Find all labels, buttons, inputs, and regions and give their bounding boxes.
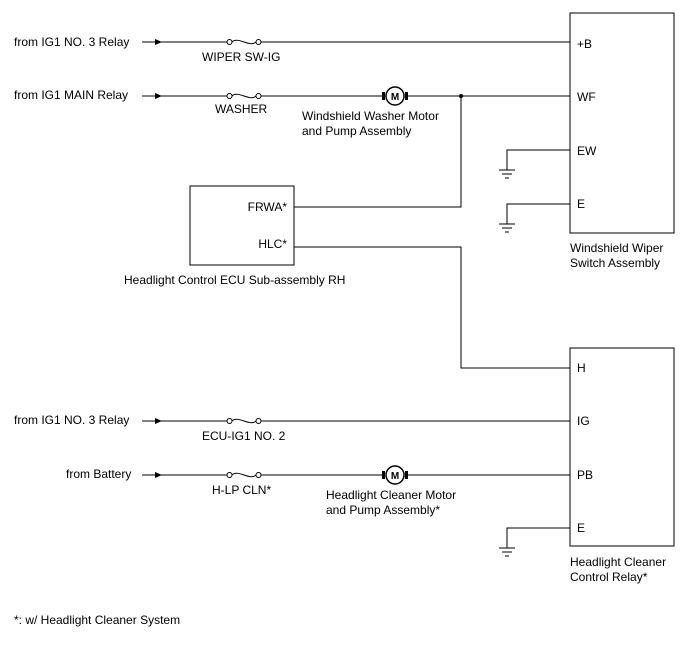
wiper-pin-b: +B	[577, 37, 592, 51]
cleaner-relay-box	[569, 347, 675, 547]
fuse-icon	[226, 39, 262, 45]
source-ecu-ig: from IG1 NO. 3 Relay	[14, 413, 129, 427]
footnote: *: w/ Headlight Cleaner System	[14, 613, 180, 627]
ground-icon	[499, 547, 515, 557]
cleaner-motor-name-1: Headlight Cleaner Motor	[326, 488, 456, 502]
fuse-h-lp-cln-label: H-LP CLN*	[212, 483, 271, 497]
fuse-icon	[226, 418, 262, 424]
washer-motor-symbol: M	[391, 92, 399, 103]
wiper-switch-name-2: Switch Assembly	[570, 256, 660, 270]
relay-pin-h: H	[577, 361, 586, 375]
relay-name-1: Headlight Cleaner	[570, 555, 666, 569]
fuse-ecu-ig1-no2-label: ECU-IG1 NO. 2	[202, 429, 286, 443]
wiper-switch-name-1: Windshield Wiper	[570, 241, 663, 255]
headlight-ecu-box	[189, 185, 295, 266]
source-battery: from Battery	[66, 467, 131, 481]
wire-hlc	[294, 246, 570, 369]
source-wiper-ig: from IG1 NO. 3 Relay	[14, 35, 129, 49]
fuse-washer-label: WASHER	[215, 102, 268, 116]
motor-icon: M	[382, 465, 408, 485]
ecu-pin-hlc: HLC*	[258, 237, 287, 251]
wire-relay-e-ground	[506, 527, 570, 548]
ecu-pin-frwa: FRWA*	[248, 200, 288, 214]
fuse-icon	[226, 93, 262, 99]
fuse-wiper-sw-ig-label: WIPER SW-IG	[202, 50, 280, 64]
relay-pin-pb: PB	[577, 468, 593, 482]
source-washer-main: from IG1 MAIN Relay	[14, 88, 128, 102]
cleaner-motor-symbol: M	[391, 471, 399, 482]
wiper-pin-e: E	[577, 197, 585, 211]
wire-e-ground	[506, 203, 570, 224]
washer-motor-name-1: Windshield Washer Motor	[302, 109, 439, 123]
headlight-ecu-name: Headlight Control ECU Sub-assembly RH	[124, 273, 345, 287]
relay-name-2: Control Relay*	[570, 570, 648, 584]
wiper-pin-ew: EW	[577, 144, 597, 158]
cleaner-motor-name-2: and Pump Assembly*	[326, 503, 440, 517]
wire-ew-ground	[506, 149, 570, 170]
relay-pin-ig: IG	[577, 414, 590, 428]
wire-frwa	[294, 96, 462, 208]
washer-motor-name-2: and Pump Assembly	[302, 124, 411, 138]
wiper-pin-wf: WF	[577, 90, 596, 104]
wiper-switch-box	[569, 12, 675, 234]
motor-icon: M	[382, 86, 408, 106]
ground-icon	[499, 223, 515, 233]
relay-pin-e: E	[577, 521, 585, 535]
ground-icon	[499, 169, 515, 179]
fuse-icon	[226, 472, 262, 478]
